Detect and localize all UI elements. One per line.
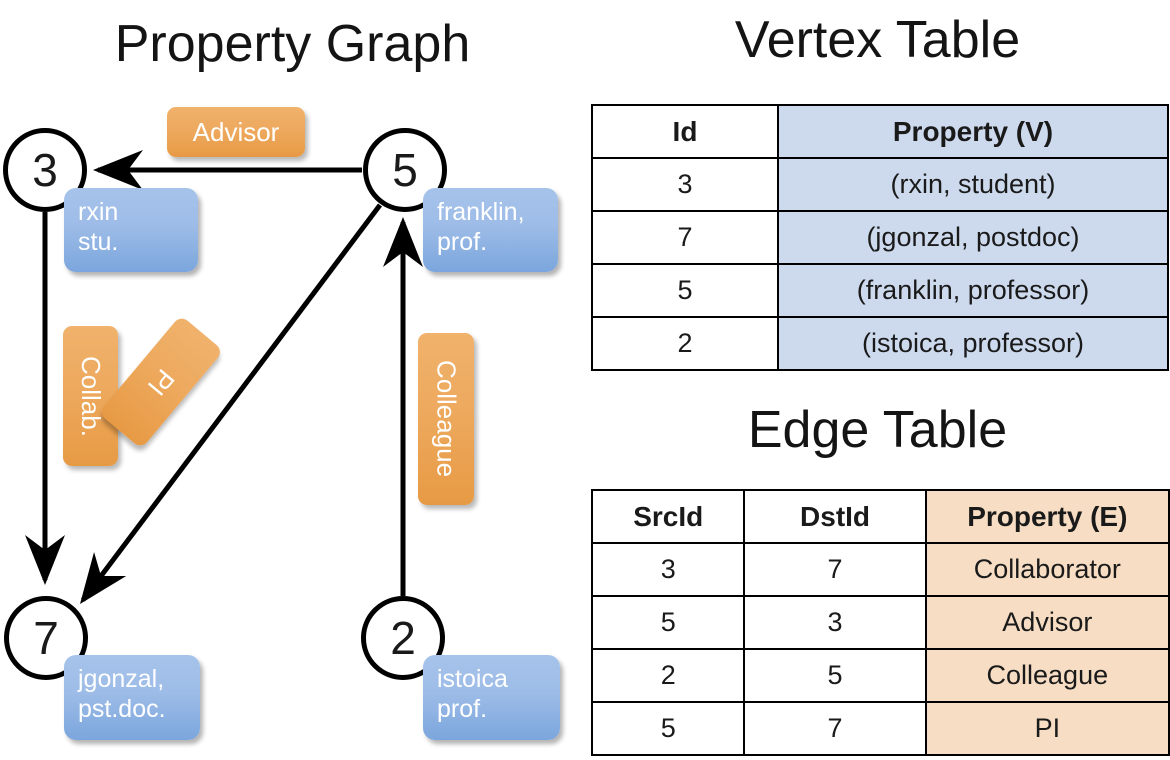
page-title-edge-table: Edge Table <box>747 401 1008 459</box>
vertex-property-rxin-line2: stu. <box>78 227 119 256</box>
vertex-table: Id Property (V) 3 (rxin, student) 7 (jgo… <box>591 104 1169 371</box>
vertex-cell-id: 2 <box>591 316 779 371</box>
vertex-cell-property: (franklin, professor) <box>777 263 1169 318</box>
graph-edges-svg <box>25 150 423 604</box>
table-row: 3 (rxin, student) <box>591 157 1169 212</box>
vertex-property-jgonzal-line1: jgonzal, <box>78 665 165 693</box>
edge-table-header-srcid: SrcId <box>590 489 746 544</box>
vertex-property-istoica-line2: prof. <box>437 694 488 723</box>
edge-label-collab-text: Collab. <box>76 355 106 437</box>
property-graph-diagram: 3 5 7 2 rxin stu. franklin, prof. jgonza… <box>3 107 560 740</box>
graph-node-5[interactable]: 5 <box>363 128 447 212</box>
vertex-cell-property: (jgonzal, postdoc) <box>777 210 1169 265</box>
graph-node-2-label: 2 <box>390 612 416 664</box>
edge-cell-srcid: 5 <box>590 595 746 650</box>
vertex-table-header-property: Property (V) <box>777 104 1169 159</box>
edge-label-advisor: Advisor <box>167 107 305 157</box>
page-title-property-graph: Property Graph <box>114 15 471 73</box>
table-row: 7 (jgonzal, postdoc) <box>591 210 1169 265</box>
vertex-table-header-row: Id Property (V) <box>591 104 1169 159</box>
edge-cell-srcid: 5 <box>590 701 746 756</box>
edge-label-advisor-text: Advisor <box>192 116 280 147</box>
vertex-property-jgonzal-line2: pst.doc. <box>78 694 166 723</box>
edge-label-collab: Collab. <box>63 326 118 466</box>
table-row: 3 7 Collaborator <box>590 542 1170 597</box>
edge-table-header-property: Property (E) <box>924 489 1170 544</box>
edge-cell-srcid: 3 <box>590 542 746 597</box>
vertex-cell-property: (rxin, student) <box>777 157 1169 212</box>
vertex-property-franklin-line2: prof. <box>437 227 488 256</box>
edge-cell-property: PI <box>924 701 1170 756</box>
graph-node-2[interactable]: 2 <box>361 596 445 680</box>
edge-table: SrcId DstId Property (E) 3 7 Collaborato… <box>590 489 1170 756</box>
edge-label-colleague-text: Colleague <box>431 360 462 478</box>
table-row: 5 (franklin, professor) <box>591 263 1169 318</box>
vertex-property-box-rxin: rxin stu. <box>64 188 198 272</box>
edge-cell-property: Colleague <box>924 648 1170 703</box>
vertex-property-franklin-line1: franklin, <box>437 198 525 226</box>
table-row: 2 (istoica, professor) <box>591 316 1169 371</box>
vertex-property-box-franklin: franklin, prof. <box>423 188 558 272</box>
edge-label-colleague: Colleague <box>418 333 474 505</box>
edge-table-header-dstid: DstId <box>743 489 927 544</box>
vertex-table-header-id: Id <box>591 104 779 159</box>
edge-cell-dstid: 7 <box>743 701 927 756</box>
graph-node-3-label: 3 <box>32 144 58 196</box>
vertex-cell-id: 5 <box>591 263 779 318</box>
page-title-vertex-table: Vertex Table <box>734 11 1021 69</box>
vertex-property-box-istoica: istoica prof. <box>423 655 560 740</box>
edge-cell-srcid: 2 <box>590 648 746 703</box>
table-row: 5 3 Advisor <box>590 595 1170 650</box>
vertex-cell-id: 7 <box>591 210 779 265</box>
edge-cell-property: Collaborator <box>924 542 1170 597</box>
vertex-property-box-jgonzal: jgonzal, pst.doc. <box>64 655 200 740</box>
table-row: 2 5 Colleague <box>590 648 1170 703</box>
edge-cell-dstid: 7 <box>743 542 927 597</box>
edge-cell-dstid: 3 <box>743 595 927 650</box>
edge-table-header-row: SrcId DstId Property (E) <box>590 489 1170 544</box>
table-row: 5 7 PI <box>590 701 1170 756</box>
edge-cell-dstid: 5 <box>743 648 927 703</box>
vertex-property-rxin-line1: rxin <box>78 198 119 226</box>
edge-cell-property: Advisor <box>924 595 1170 650</box>
graph-node-5-label: 5 <box>392 144 418 196</box>
edge-label-pi-text: PI <box>141 363 181 402</box>
edge-5-to-7-pi <box>79 203 382 604</box>
vertex-property-istoica-line1: istoica <box>437 665 508 693</box>
vertex-cell-property: (istoica, professor) <box>777 316 1169 371</box>
vertex-cell-id: 3 <box>591 157 779 212</box>
graph-node-7-label: 7 <box>33 612 59 664</box>
